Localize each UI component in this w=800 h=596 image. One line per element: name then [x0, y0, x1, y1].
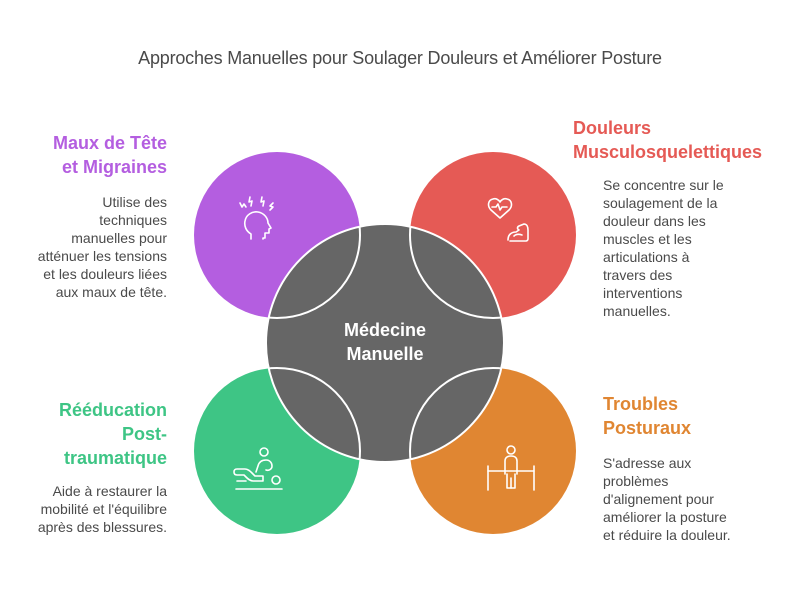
- desc-line: interventions: [603, 285, 683, 301]
- heading-line: Posturaux: [603, 418, 692, 438]
- desc-line: manuelles pour: [71, 230, 167, 246]
- massage-therapy-icon: [233, 447, 283, 490]
- desc-line: travers des: [603, 267, 673, 283]
- section-posture-heading: Troubles Posturaux: [603, 392, 763, 440]
- heading-line: Musculosquelettiques: [573, 142, 763, 162]
- heart-muscle-icon: [487, 197, 529, 242]
- desc-line: Aide à restaurer la: [52, 483, 167, 499]
- section-musculoskeletal: Douleurs Musculosquelettiques Se concent…: [573, 116, 793, 320]
- circle-center-manual-medicine: [265, 223, 505, 463]
- desc-line: et les douleurs liées: [43, 266, 167, 282]
- desc-line: S'adresse aux: [603, 455, 692, 471]
- center-label-line2: Manuelle: [346, 344, 424, 364]
- section-rehabilitation-description: Aide à restaurer la mobilité et l'équili…: [20, 482, 167, 536]
- center-label: Médecine Manuelle: [285, 318, 485, 366]
- heading-line: Douleurs: [573, 118, 652, 138]
- desc-line: problèmes: [603, 473, 669, 489]
- desc-line: mobilité et l'équilibre: [40, 501, 167, 517]
- section-posture: Troubles Posturaux S'adresse aux problèm…: [603, 392, 763, 544]
- desc-line: après des blessures.: [37, 519, 167, 535]
- head-migraine-icon: [239, 196, 274, 240]
- desc-line: aux maux de tête.: [55, 284, 167, 300]
- desc-line: améliorer la posture: [603, 509, 727, 525]
- desc-line: muscles et les: [603, 231, 692, 247]
- heading-line: Maux de Tête: [52, 133, 167, 153]
- diagram-title: Approches Manuelles pour Soulager Douleu…: [138, 48, 662, 68]
- heading-line: Troubles: [603, 394, 679, 414]
- section-posture-description: S'adresse aux problèmes d'alignement pou…: [603, 454, 763, 544]
- desc-line: techniques: [99, 212, 167, 228]
- desc-line: Se concentre sur le: [603, 177, 724, 193]
- section-musculoskeletal-heading: Douleurs Musculosquelettiques: [573, 116, 793, 164]
- section-headaches: Maux de Tête et Migraines Utilise des te…: [20, 131, 167, 301]
- section-headaches-heading: Maux de Tête et Migraines: [20, 131, 167, 179]
- section-headaches-description: Utilise des techniques manuelles pour at…: [24, 193, 167, 301]
- section-rehabilitation: Rééducation Post- traumatique Aide à res…: [20, 398, 167, 536]
- parallel-bars-posture-icon: [487, 445, 535, 491]
- heading-line: traumatique: [63, 448, 167, 468]
- desc-line: Utilise des: [102, 194, 167, 210]
- desc-line: et réduire la douleur.: [603, 527, 731, 543]
- desc-line: douleur dans les: [603, 213, 706, 229]
- overlap-outlines: [266, 224, 504, 462]
- heading-line: Post-: [122, 424, 167, 444]
- heading-line: et Migraines: [61, 157, 167, 177]
- heading-line: Rééducation: [58, 400, 167, 420]
- desc-line: articulations à: [603, 249, 690, 265]
- desc-line: manuelles.: [603, 303, 671, 319]
- center-label-line1: Médecine: [343, 320, 427, 340]
- desc-line: d'alignement pour: [603, 491, 714, 507]
- section-rehabilitation-heading: Rééducation Post- traumatique: [20, 398, 167, 470]
- section-musculoskeletal-description: Se concentre sur le soulagement de la do…: [603, 176, 753, 320]
- desc-line: atténuer les tensions: [37, 248, 167, 264]
- desc-line: soulagement de la: [603, 195, 718, 211]
